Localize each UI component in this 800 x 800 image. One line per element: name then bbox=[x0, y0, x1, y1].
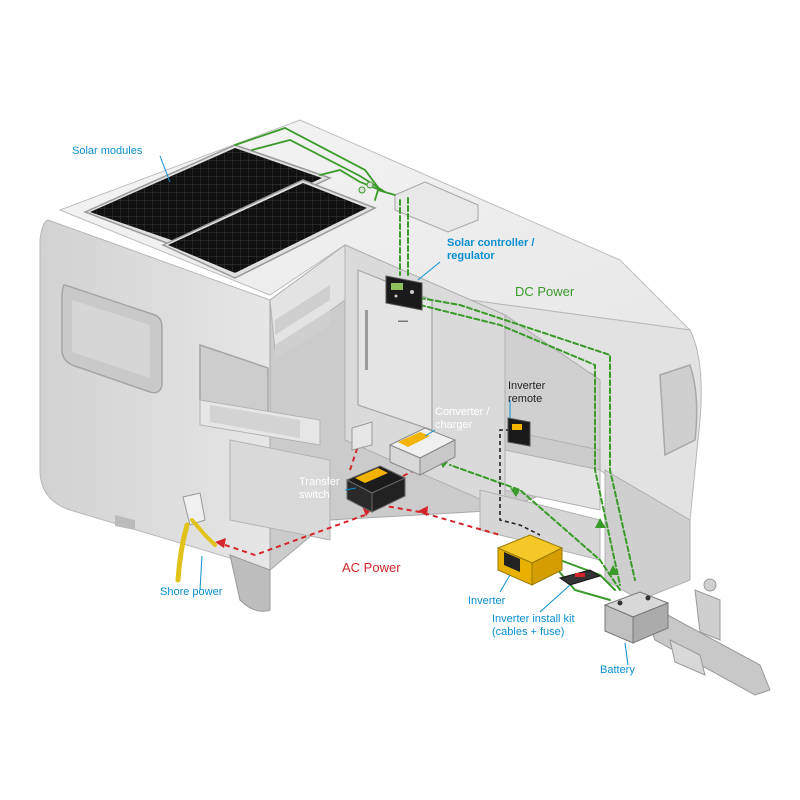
inverter-remote bbox=[507, 417, 531, 447]
label-transfer-line1: Transfer bbox=[299, 476, 340, 488]
label-install-kit-line1: Inverter install kit bbox=[492, 613, 575, 625]
label-transfer-line2: switch bbox=[299, 489, 330, 501]
solar-panel-right bbox=[161, 179, 377, 279]
label-install-kit: Inverter install kit (cables + fuse) bbox=[492, 613, 575, 639]
roof-vent bbox=[394, 181, 479, 233]
label-inverter-remote-line1: Inverter bbox=[508, 380, 546, 392]
shore-power-plug bbox=[175, 492, 217, 583]
label-ac-power: AC Power bbox=[342, 560, 401, 575]
svg-text:▬▬: ▬▬ bbox=[398, 318, 408, 324]
label-inverter-remote-line2: remote bbox=[508, 393, 543, 405]
left-window bbox=[61, 283, 163, 394]
label-converter-line2: charger bbox=[435, 419, 473, 431]
inverter-unit bbox=[496, 534, 564, 586]
battery-unit bbox=[603, 591, 670, 644]
solar-panel-left bbox=[83, 144, 332, 249]
label-dc-power: DC Power bbox=[515, 284, 575, 299]
label-solar-controller: Solar controller / regulator bbox=[447, 237, 534, 263]
leader-lines bbox=[159, 155, 629, 666]
remote-cable bbox=[499, 429, 541, 536]
label-inverter-remote: Inverter remote bbox=[508, 380, 545, 406]
label-inverter: Inverter bbox=[468, 595, 506, 607]
label-battery: Battery bbox=[600, 664, 635, 676]
label-install-kit-line2: (cables + fuse) bbox=[492, 626, 565, 638]
label-converter-charger: Converter / charger bbox=[435, 406, 489, 432]
shore-power-outlet bbox=[351, 421, 373, 451]
install-kit bbox=[558, 569, 602, 586]
converter-charger bbox=[388, 427, 457, 476]
label-solar-controller-line1: Solar controller / bbox=[447, 237, 535, 249]
solar-controller bbox=[385, 275, 423, 311]
label-solar-modules: Solar modules bbox=[72, 145, 143, 157]
label-solar-controller-line2: regulator bbox=[447, 250, 495, 262]
chassis bbox=[115, 515, 771, 696]
label-converter-line1: Converter / bbox=[435, 406, 490, 418]
label-shore-power: Shore power bbox=[160, 586, 223, 598]
label-transfer-switch: Transfer switch bbox=[299, 476, 340, 502]
